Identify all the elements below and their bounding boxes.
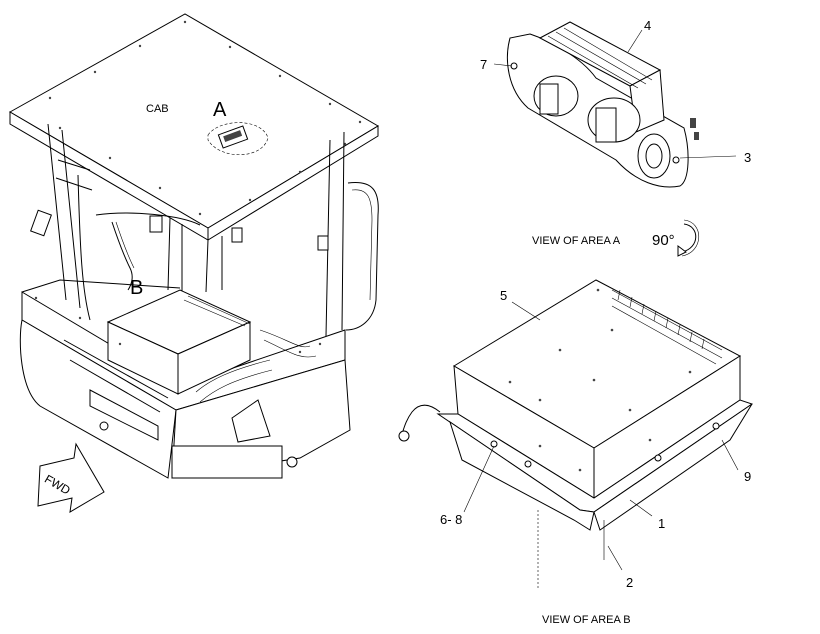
cab-label: CAB bbox=[146, 103, 169, 115]
rotate-arrow-icon bbox=[677, 219, 699, 257]
callout-5: 5 bbox=[500, 288, 507, 303]
view-a-caption: VIEW OF AREA A bbox=[532, 235, 621, 247]
callout-6-8: 6- 8 bbox=[440, 512, 462, 527]
callout-2: 2 bbox=[626, 575, 633, 590]
view-area-a: 4 7 3 VIEW OF AREA A 90° bbox=[480, 18, 751, 257]
view-area-b: 5 9 1 6- 8 2 VIEW OF AREA B bbox=[398, 279, 754, 626]
cab-drawing: CAB A B FWD bbox=[8, 13, 379, 513]
callout-4: 4 bbox=[644, 18, 651, 33]
callout-7: 7 bbox=[480, 57, 487, 72]
view-b-caption: VIEW OF AREA B bbox=[542, 614, 631, 626]
rotation-label: 90° bbox=[652, 232, 675, 249]
area-a-marker: A bbox=[213, 99, 227, 121]
forward-arrow-icon: FWD bbox=[37, 442, 105, 513]
callout-3: 3 bbox=[744, 150, 751, 165]
area-b-marker: B bbox=[130, 277, 143, 299]
callout-1: 1 bbox=[658, 516, 665, 531]
callout-9: 9 bbox=[744, 469, 751, 484]
